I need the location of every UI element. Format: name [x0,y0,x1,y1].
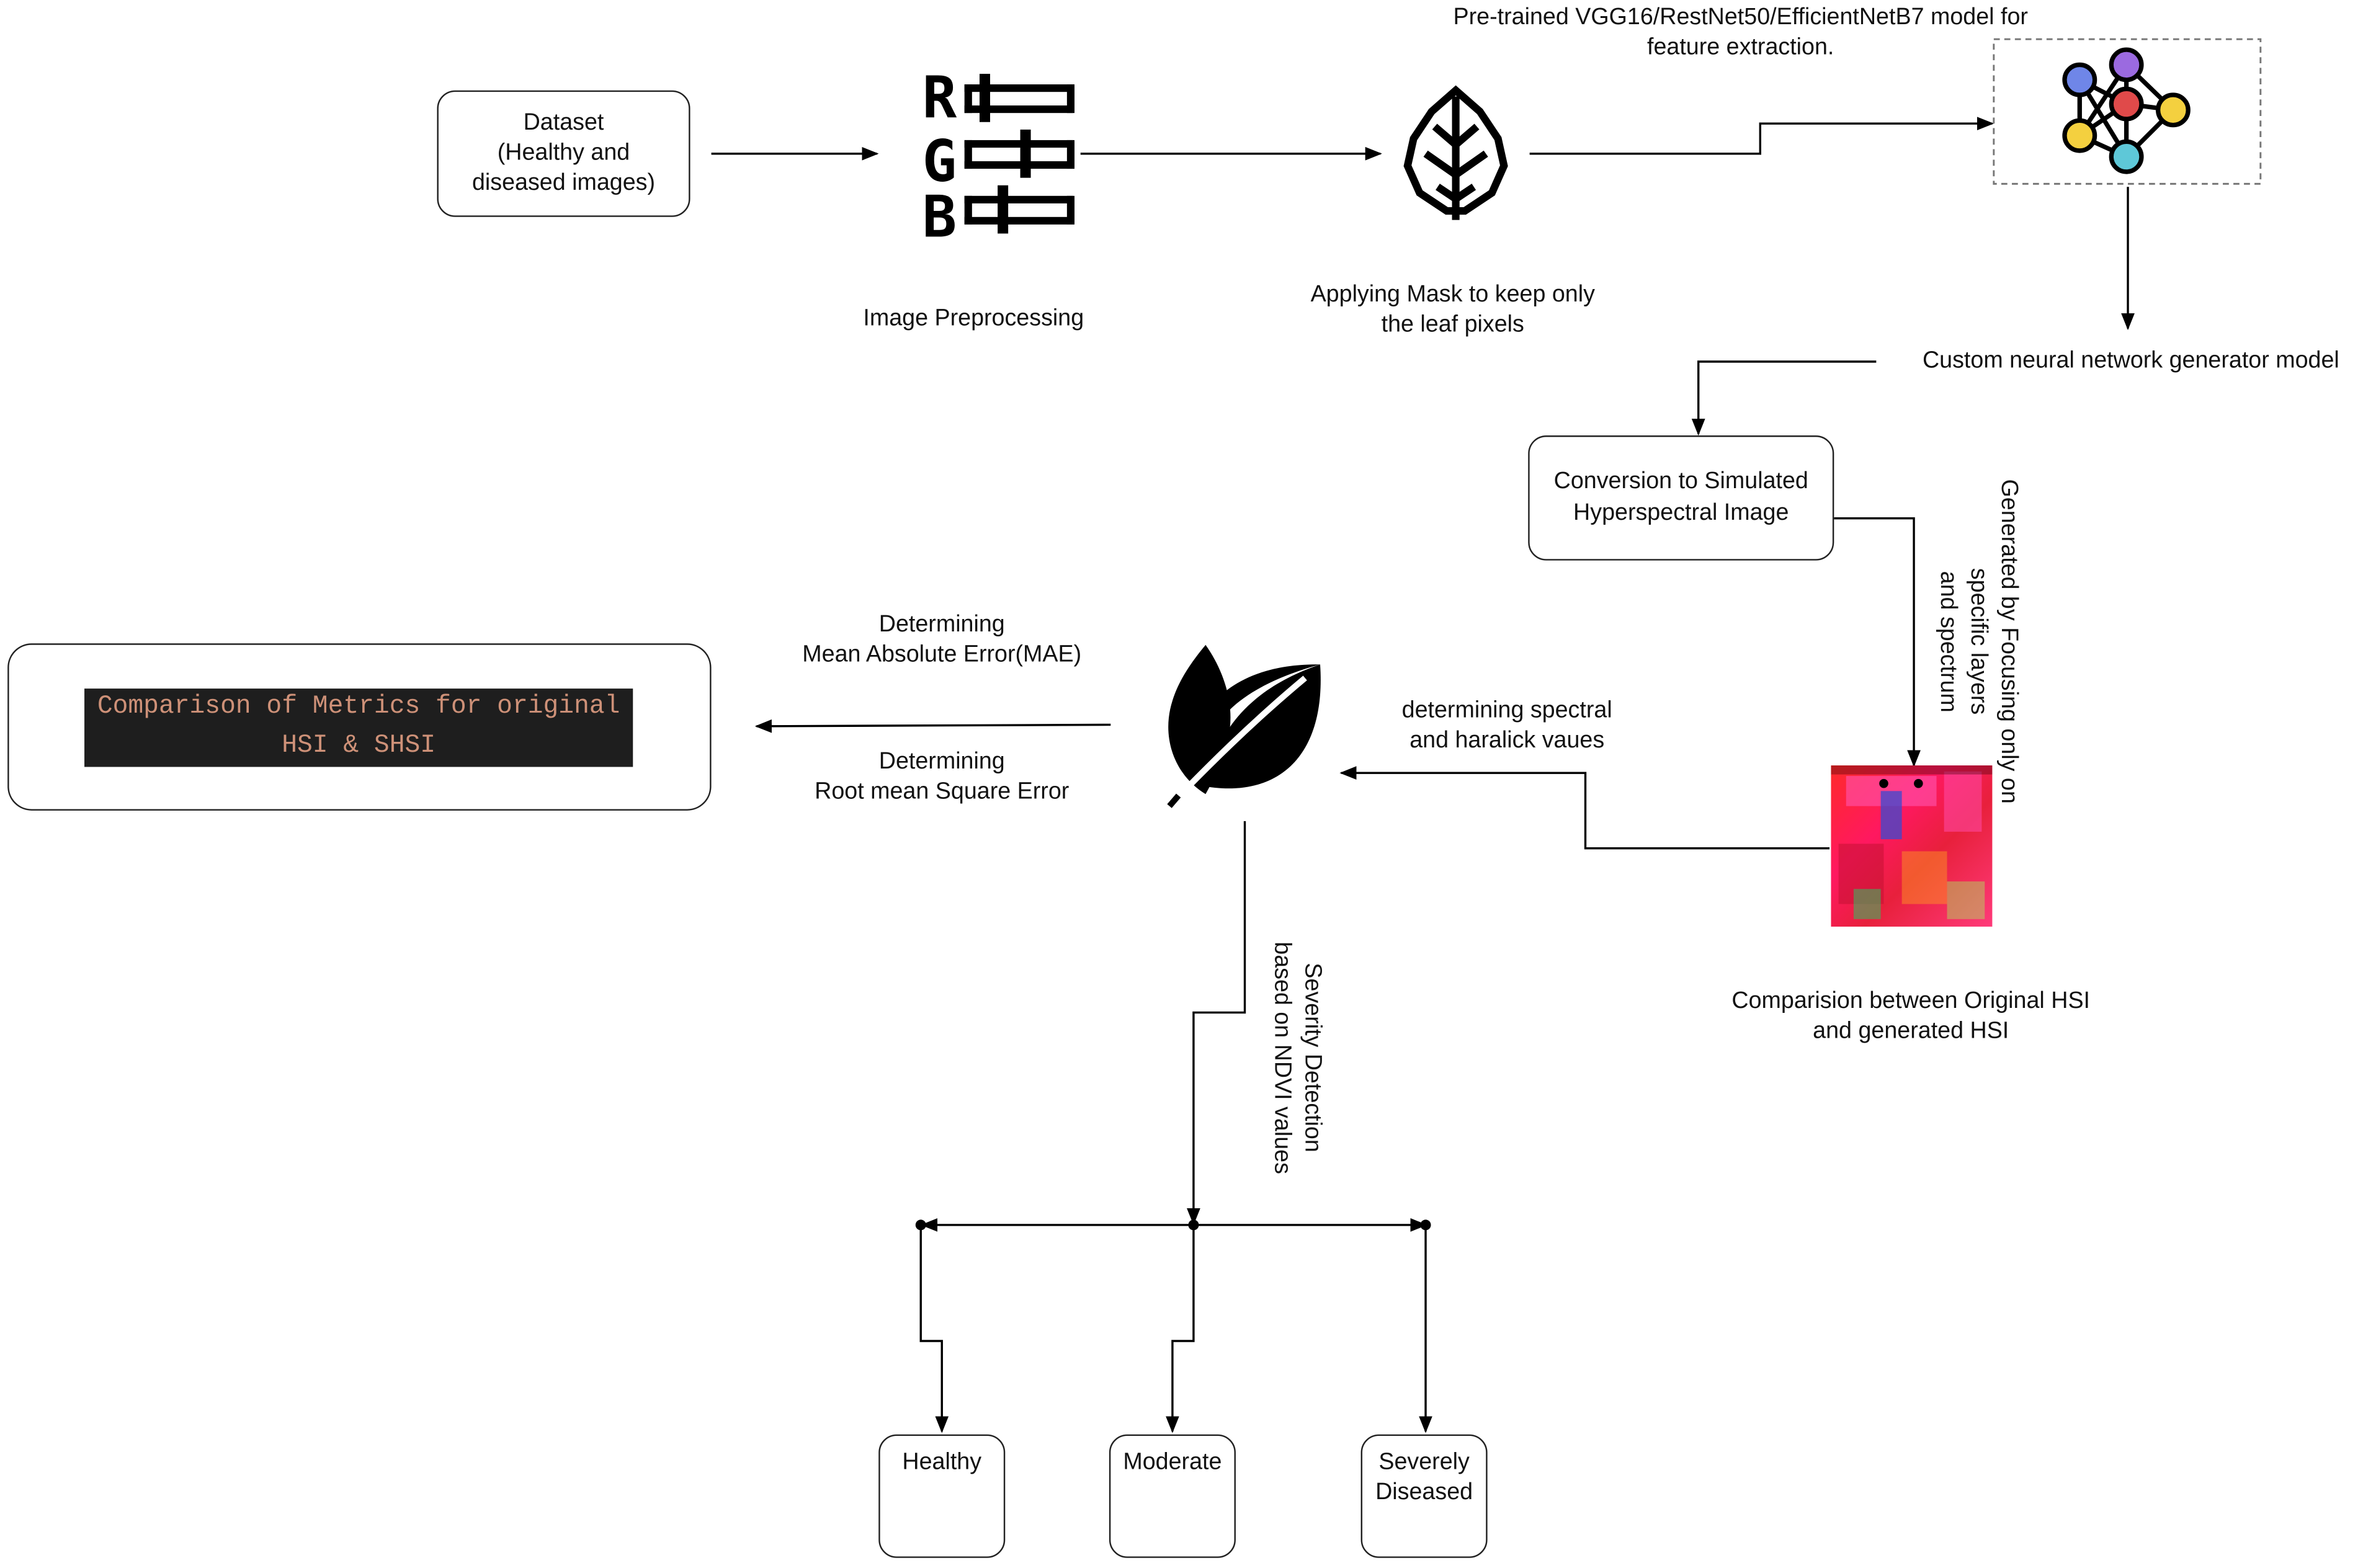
arrow-to-healthy [919,1224,949,1433]
conversion-box: Conversion to Simulated Hyperspectral Im… [1528,435,1834,561]
rmse-label: Determining Root mean Square Error [815,749,1070,805]
mask-label: Applying Mask to keep only the leaf pixe… [1310,282,1595,338]
image-preprocessing-label: Image Preprocessing [863,306,1084,332]
leaf-filled-icon [1167,644,1321,808]
arrow-mask-to-model [1529,117,1994,155]
severely-diseased-box: Severely Diseased [1360,1434,1488,1558]
spectral-label: determining spectral and haralick vaues [1401,697,1612,754]
arrow-leaf-to-metrics [754,719,1111,733]
metrics-comparison-code-label: Comparison of Metrics for original HSI &… [84,688,633,767]
healthy-box: Healthy [878,1434,1006,1558]
severity-label: Severity Detection based on NDVI values [1269,941,1325,1174]
hyperspectral-image-thumbnail [1831,765,1993,927]
arrow-generator-to-conversion [1691,360,1877,436]
dataset-box: Dataset (Healthy and diseased images) [437,90,690,217]
comparison-label: Comparision between Original HSI and gen… [1731,988,2091,1045]
leaf-outline-icon [1403,85,1508,220]
arrow-to-moderate [1166,1224,1195,1433]
arrow-conversion-to-hsi [1834,517,1921,767]
svg-text:G: G [922,128,957,195]
arrow-hsi-to-leaf [1339,766,1830,850]
generated-note-label: Generated by Focusing only on specific l… [1935,479,2022,804]
arrow-leaf-to-severity [1187,821,1246,1226]
mae-label: Determining Mean Absolute Error(MAE) [802,612,1082,668]
pretrained-model-label: Pre-trained VGG16/RestNet50/EfficientNet… [1453,4,2028,61]
moderate-box: Moderate [1109,1434,1236,1558]
rgb-channels-icon: R G B [922,64,1075,250]
model-frame [1993,38,2262,185]
svg-text:B: B [922,183,957,250]
generator-model-label: Custom neural network generator model [1922,348,2339,374]
svg-text:R: R [922,64,957,131]
neural-network-icon [2062,47,2191,174]
